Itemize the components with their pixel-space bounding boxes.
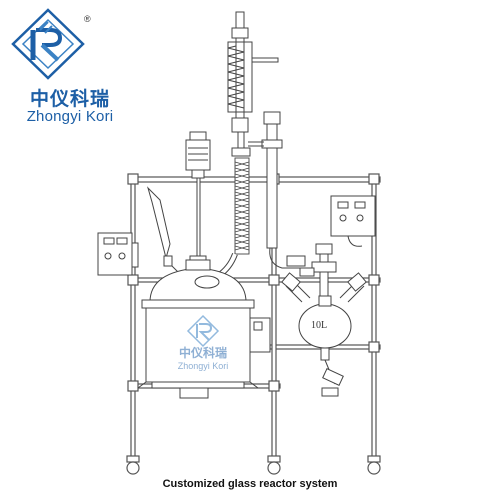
watermark-logo-icon xyxy=(186,314,220,348)
watermark-name-cn: 中仪科瑞 xyxy=(178,346,227,360)
brand-name-cn: 中仪科瑞 xyxy=(29,88,110,110)
brand-logo-icon xyxy=(11,8,85,80)
reactor-vessel xyxy=(137,259,271,399)
registered-mark: ® xyxy=(84,14,91,24)
condenser xyxy=(227,11,279,157)
brand-name-en: Zhongyi Kori xyxy=(26,108,114,125)
dropping-funnel xyxy=(146,186,187,281)
watermark-name-en: Zhongyi Kori xyxy=(177,361,229,371)
receiver-line xyxy=(248,111,300,269)
right-control-box xyxy=(330,195,376,247)
flask-volume-label: 10L xyxy=(311,320,328,331)
receiving-flask xyxy=(281,243,367,397)
left-control-box xyxy=(97,232,139,276)
image-caption: Customized glass reactor system xyxy=(162,478,338,490)
stirring-motor xyxy=(185,131,211,267)
